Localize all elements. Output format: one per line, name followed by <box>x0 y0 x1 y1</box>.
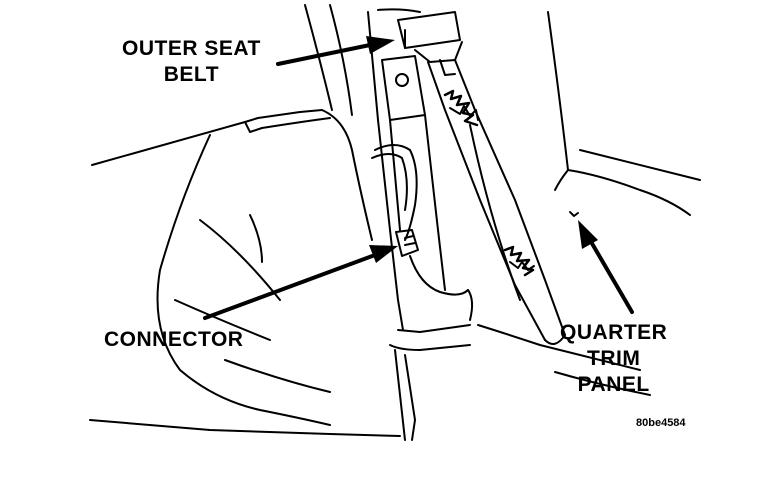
connector-arrow <box>203 245 398 320</box>
figure-id: 80be4584 <box>636 417 686 429</box>
quarter-trim-panel-label-line2: TRIM <box>587 347 641 370</box>
quarter-trim-panel-label: QUARTER TRIM PANEL <box>560 320 667 398</box>
quarter-trim-panel-label-line1: QUARTER <box>560 321 668 344</box>
leader-arrows <box>203 36 634 320</box>
seat-back-outline <box>89 109 401 437</box>
outer-seat-belt-label-line2: BELT <box>163 63 220 86</box>
seat-belt-webbing <box>397 11 566 345</box>
outer-seat-belt-label-line1: OUTER SEAT <box>122 37 261 60</box>
outer-seat-belt-arrow <box>276 36 395 66</box>
connector-label: CONNECTOR <box>104 328 244 351</box>
quarter-trim-panel-label-line3: PANEL <box>577 373 650 396</box>
quarter-trim-panel-arrow <box>578 220 634 314</box>
wire-harness <box>371 144 474 321</box>
pillar-trim <box>304 4 471 441</box>
quarter-trim-panel-outline <box>477 11 701 396</box>
outer-seat-belt-label: OUTER SEAT BELT <box>122 36 261 88</box>
